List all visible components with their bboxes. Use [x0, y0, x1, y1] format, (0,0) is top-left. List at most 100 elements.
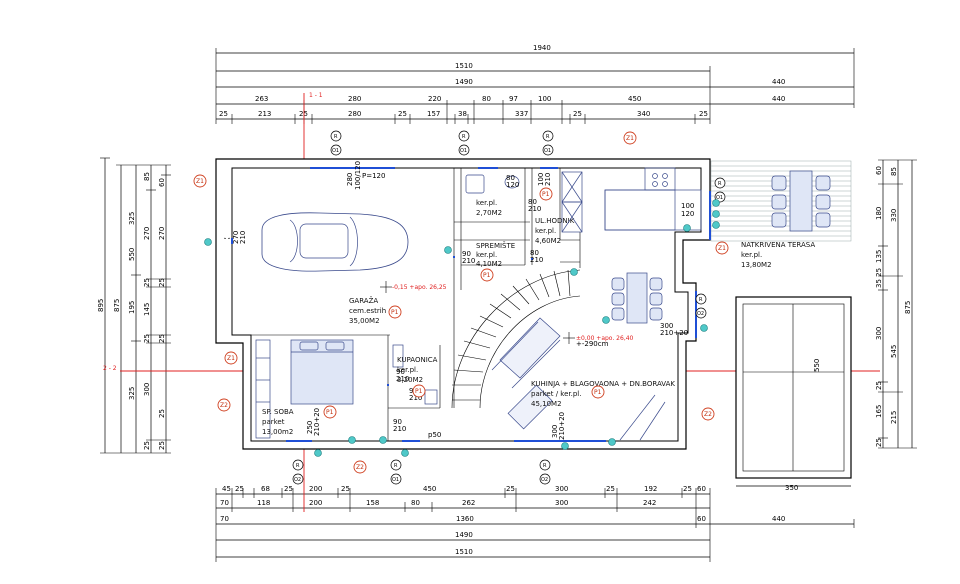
- dim-top-house: 1510: [455, 62, 473, 70]
- hallway-floor: ker.pl.: [535, 227, 556, 235]
- bathroom-name: KUPAONICA: [397, 356, 438, 364]
- dim-left-c4: 85: [143, 172, 151, 181]
- dim-bot-r1: 200: [309, 485, 322, 493]
- tag-p1: P1: [326, 409, 334, 416]
- tag-z1: Z1: [227, 355, 235, 362]
- level-marks: -0,15 +apo. 26,25 ±0,00 +apo. 26,40 +-29…: [380, 281, 634, 348]
- opening-label: 210: [239, 231, 247, 244]
- storage-floor: ker.pl.: [476, 251, 497, 259]
- dim-top-r5: 340: [637, 110, 650, 118]
- bedroom-floor: parket: [262, 418, 285, 426]
- dim-bot-r1: 25: [235, 485, 244, 493]
- opening-label: 210+20: [313, 408, 321, 436]
- window-marks: R O1 R O1 R O1 R O2 R O1 R O2 R O1 R O2: [292, 130, 726, 485]
- mark-o2: O2: [294, 477, 301, 483]
- bedroom: SP. SOBA parket 13,00m2: [255, 339, 354, 439]
- bed-icon: [290, 339, 354, 405]
- light-icon: [348, 436, 356, 444]
- dim-top-r5: 157: [427, 110, 440, 118]
- opening-label: 100: [681, 202, 694, 210]
- dim-top-r5: 213: [258, 110, 271, 118]
- dim-left-c4: 300: [143, 383, 151, 396]
- light-icon: [608, 438, 616, 446]
- dim-top-r4: 100: [538, 95, 551, 103]
- dim-top-r3-b: 440: [772, 78, 785, 86]
- dim-left-c3: 325: [128, 212, 136, 225]
- dim-bot-r1: 25: [683, 485, 692, 493]
- dim-bot-r1: 25: [284, 485, 293, 493]
- light-icon: [379, 436, 387, 444]
- dim-left-c4: 25: [143, 441, 151, 450]
- mark-r: R: [394, 463, 398, 469]
- garage-area: 35,00M2: [349, 317, 380, 325]
- dim-left-c4: 145: [143, 303, 151, 316]
- car-icon: [261, 212, 409, 272]
- light-icon: [204, 238, 212, 246]
- tag-p1: P1: [594, 389, 602, 396]
- dim-top-total: 1940: [533, 44, 551, 52]
- mark-r: R: [462, 134, 466, 140]
- mark-o2: O2: [541, 477, 548, 483]
- hallway: UL.HODNIK ker.pl. 4,60M2: [535, 217, 575, 245]
- right-dimensions: 60 180 135 35 25 300 25 165 25 85 330 54…: [875, 159, 917, 449]
- tag-z2: Z2: [356, 464, 364, 471]
- dim-right-c1: 35 25: [875, 268, 883, 288]
- opening-label: 100/120: [354, 161, 362, 190]
- tag-p1: P1: [391, 309, 399, 316]
- dim-right-c1: 135: [875, 250, 883, 263]
- dim-left-c5: 25: [158, 441, 166, 450]
- dim-right-c1: 300: [875, 327, 883, 340]
- dim-bot-r1: 60: [697, 485, 706, 493]
- dim-bot-r1: 68: [261, 485, 270, 493]
- light-icon: [700, 324, 708, 332]
- opening-label: 90: [462, 250, 471, 258]
- dim-top-r5: 25: [299, 110, 308, 118]
- opening-label: 250: [306, 421, 314, 434]
- dim-left-c2: 875: [113, 299, 121, 312]
- dim-bot-r2: 262: [462, 499, 475, 507]
- top-dimensions: 1940 1510 1490 440 263 280 220 80 97 100…: [215, 44, 855, 124]
- dim-bot-r2: 200: [309, 499, 322, 507]
- kitchen-living: KUHINJA + BLAGOVAONA + DN.BORAVAK parket…: [491, 167, 702, 441]
- opening-label: 300: [660, 322, 673, 330]
- dim-bot-r2: 300: [555, 499, 568, 507]
- level-garage: -0,15 +apo. 26,25: [392, 284, 447, 291]
- dim-top-r4: 263: [255, 95, 268, 103]
- dim-right-c3: 875: [904, 301, 912, 314]
- dim-bot-r2: 158: [366, 499, 379, 507]
- dim-top-r5: 25: [398, 110, 407, 118]
- bedroom-name: SP. SOBA: [262, 408, 294, 416]
- dim-top-r4: 220: [428, 95, 441, 103]
- terrace-area: 13,80M2: [741, 261, 772, 269]
- pool-width: 350: [785, 484, 798, 492]
- bathroom: KUPAONICA ker.pl. 3,20M2: [392, 344, 438, 405]
- dim-top-r4: 450: [628, 95, 641, 103]
- dim-bot-r1: 25: [606, 485, 615, 493]
- opening-labels: 280 100/120 P=120 270 210 90 210 80 210 …: [232, 161, 694, 440]
- bathroom-floor: ker.pl.: [397, 366, 418, 374]
- mark-o1: O1: [716, 195, 723, 201]
- opening-label: 90: [396, 368, 405, 376]
- dim-bot-r1: 300: [555, 485, 568, 493]
- storage: SPREMIŠTE ker.pl. 4,10M2: [476, 241, 515, 268]
- bedroom-area: 13,00m2: [262, 428, 293, 436]
- pool: 550 350: [735, 296, 852, 492]
- tag-z2: Z2: [704, 411, 712, 418]
- mark-r: R: [546, 134, 550, 140]
- dim-bot-r3: 440: [772, 515, 785, 523]
- dim-right-c1: 25: [875, 381, 883, 390]
- opening-label: 80: [506, 174, 515, 182]
- light-icon: [712, 221, 720, 229]
- opening-label: 210+20: [660, 329, 688, 337]
- opening-label: 210: [544, 173, 552, 186]
- dim-top-r5: 337: [515, 110, 528, 118]
- opening-label: 210: [409, 394, 422, 402]
- sofa-icon: [491, 317, 561, 430]
- opening-label: 210+20: [558, 412, 566, 440]
- zone-tags: Z1 Z1 Z1 Z1 Z2 Z2 Z2 P1 P1 P1 P1 P1 P1: [193, 131, 729, 474]
- dim-top-r5: 25: [699, 110, 708, 118]
- level-living: ±0,00 +apo. 26,40: [576, 335, 634, 342]
- terrace-table: [789, 170, 813, 232]
- mark-r: R: [334, 134, 338, 140]
